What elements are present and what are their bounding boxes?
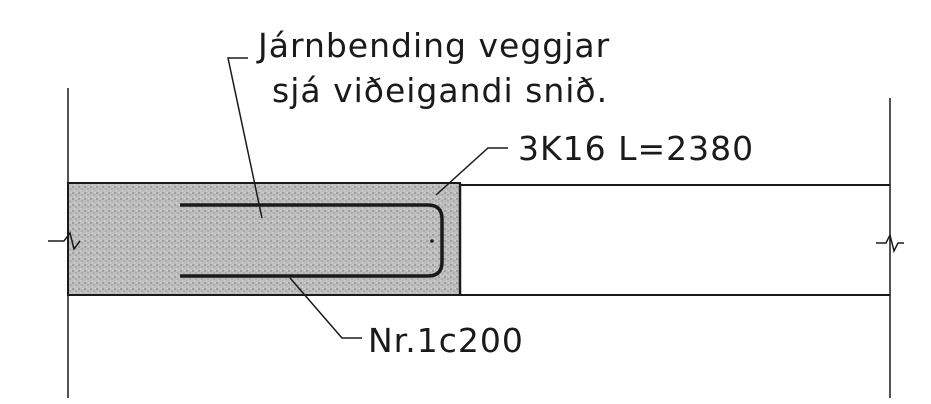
leader-wall-reinforcement	[227, 57, 263, 219]
right-break-symbol	[876, 232, 904, 254]
stirrup-spec-label: Nr.1c200	[368, 321, 524, 360]
left-break-symbol	[48, 231, 81, 251]
leader-bar-spec	[435, 147, 508, 196]
wall-reinforcement-note-line1: Járnbending veggjar	[256, 26, 610, 65]
bar-spec-label: 3K16 L=2380	[518, 129, 754, 168]
longitudinal-bar-dot	[430, 239, 434, 243]
leader-stirrup-spec	[289, 277, 362, 339]
wall-reinforcement-note-line2: sjá viðeigandi snið.	[272, 71, 608, 110]
u-bar-reinforcement	[180, 203, 444, 278]
concrete-wall-section	[67, 182, 461, 296]
